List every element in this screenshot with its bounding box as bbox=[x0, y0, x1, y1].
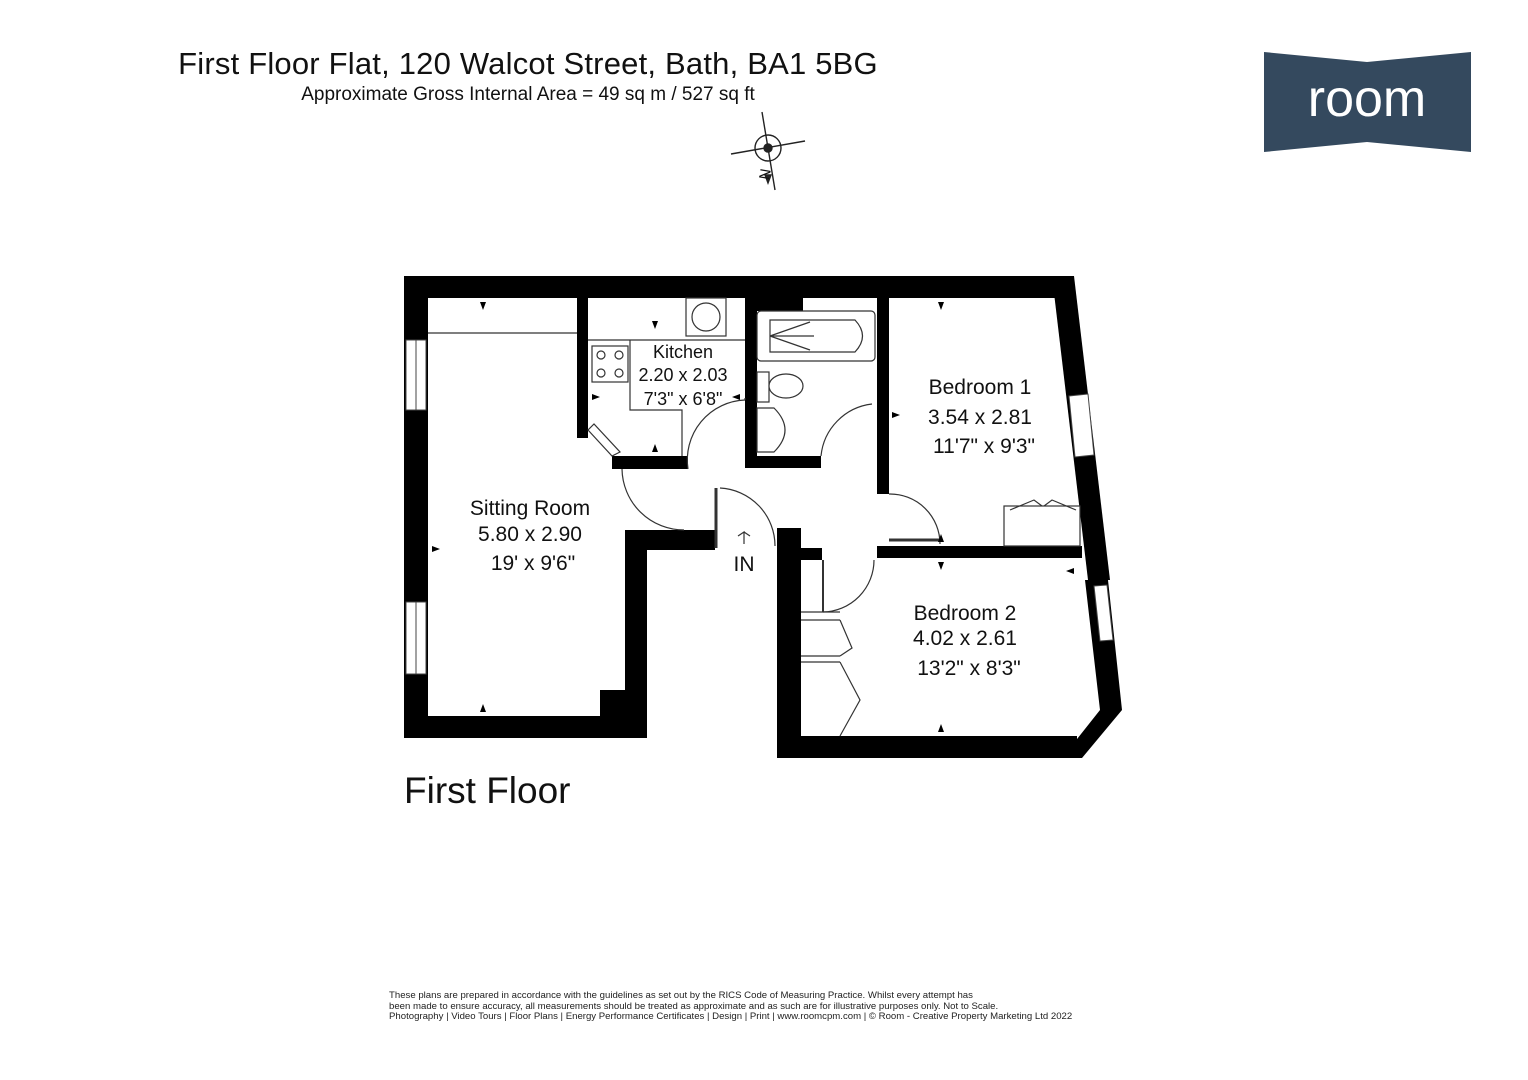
plan-title: First Floor Flat, 120 Walcot Street, Bat… bbox=[178, 46, 878, 81]
room-bedroom1: Bedroom 1 3.54 x 2.81 11'7" x 9'3" bbox=[928, 376, 1035, 458]
room-sitting-metric: 5.80 x 2.90 bbox=[478, 523, 582, 546]
compass-label: N bbox=[756, 167, 775, 181]
room-bedroom2-imperial: 13'2" x 8'3" bbox=[917, 657, 1021, 680]
room-sitting: Sitting Room 5.80 x 2.90 19' x 9'6" bbox=[470, 497, 590, 575]
disclaimer-line1: These plans are prepared in accordance w… bbox=[389, 990, 973, 1001]
room-bedroom2: Bedroom 2 4.02 x 2.61 13'2" x 8'3" bbox=[913, 602, 1021, 680]
room-bedroom1-metric: 3.54 x 2.81 bbox=[928, 406, 1032, 429]
logo-text: room bbox=[1308, 70, 1426, 128]
room-sitting-imperial: 19' x 9'6" bbox=[491, 552, 575, 575]
disclaimer-line2: been made to ensure accuracy, all measur… bbox=[389, 1000, 999, 1012]
entrance-label: IN bbox=[734, 553, 755, 576]
dimension-ticks bbox=[432, 302, 1074, 732]
room-bedroom2-metric: 4.02 x 2.61 bbox=[913, 627, 1017, 650]
windows bbox=[405, 339, 1114, 675]
floor-label: First Floor bbox=[404, 770, 571, 811]
room-kitchen-imperial: 7'3" x 6'8" bbox=[644, 389, 723, 409]
room-bedroom1-imperial: 11'7" x 9'3" bbox=[933, 435, 1035, 458]
disclaimer: These plans are prepared in accordance w… bbox=[389, 990, 1139, 1023]
fixtures bbox=[428, 297, 1081, 737]
room-logo: room bbox=[1264, 52, 1471, 152]
plan-subtitle: Approximate Gross Internal Area = 49 sq … bbox=[301, 84, 755, 105]
room-sitting-name: Sitting Room bbox=[470, 497, 590, 520]
room-kitchen-name: Kitchen bbox=[653, 342, 713, 362]
room-bedroom1-name: Bedroom 1 bbox=[929, 376, 1032, 399]
room-kitchen-metric: 2.20 x 2.03 bbox=[638, 365, 727, 385]
disclaimer-line3: Photography | Video Tours | Floor Plans … bbox=[389, 1011, 1073, 1022]
room-kitchen: Kitchen 2.20 x 2.03 7'3" x 6'8" bbox=[638, 342, 727, 409]
compass-icon bbox=[730, 111, 806, 191]
room-bedroom2-name: Bedroom 2 bbox=[914, 602, 1017, 625]
